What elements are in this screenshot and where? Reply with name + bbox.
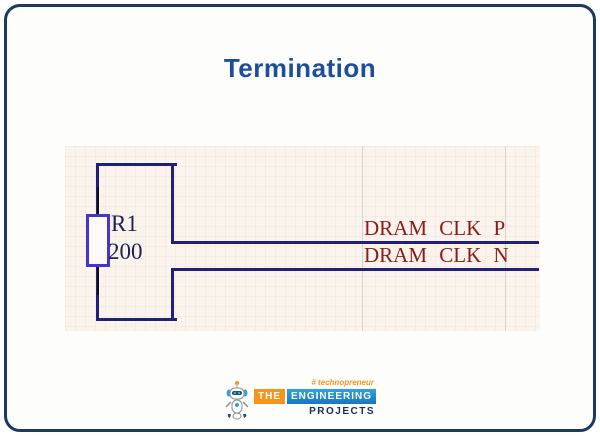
logo-word-the: THE	[253, 389, 285, 404]
net-label-dram-clk-p: DRAM CLK P	[364, 216, 506, 240]
wire-bottom-horizontal	[96, 318, 177, 321]
robot-icon	[225, 381, 249, 420]
resistor-value: 200	[108, 239, 143, 264]
schematic-canvas	[65, 146, 540, 331]
page-title: Termination	[223, 53, 377, 83]
resistor-symbol	[86, 214, 110, 267]
logo-word-engineering: ENGINEERING	[286, 389, 376, 404]
logo-word-projects: PROJECTS	[309, 406, 375, 417]
grid-line-vertical	[505, 146, 506, 331]
resistor-designator: R1	[111, 211, 138, 236]
wire-right-lower-vertical	[171, 268, 174, 321]
grid-line-vertical	[362, 146, 363, 331]
logo-tagline: # technopreneur	[311, 378, 374, 387]
footer-logo: # technopreneur THE ENGINEERING PROJECTS	[7, 378, 593, 424]
wire-net-clk-n	[171, 268, 539, 271]
logo-text-block: # technopreneur THE ENGINEERING PROJECTS	[253, 378, 376, 418]
wire-right-upper-vertical	[171, 163, 174, 244]
logo-row: THE ENGINEERING	[253, 389, 376, 404]
wire-top-horizontal	[96, 163, 177, 166]
net-label-dram-clk-n: DRAM CLK N	[364, 243, 509, 267]
slide-card: Termination R1 200 DRAM CLK P DRAM CLK N	[4, 4, 596, 432]
wire-net-clk-p	[171, 241, 539, 244]
